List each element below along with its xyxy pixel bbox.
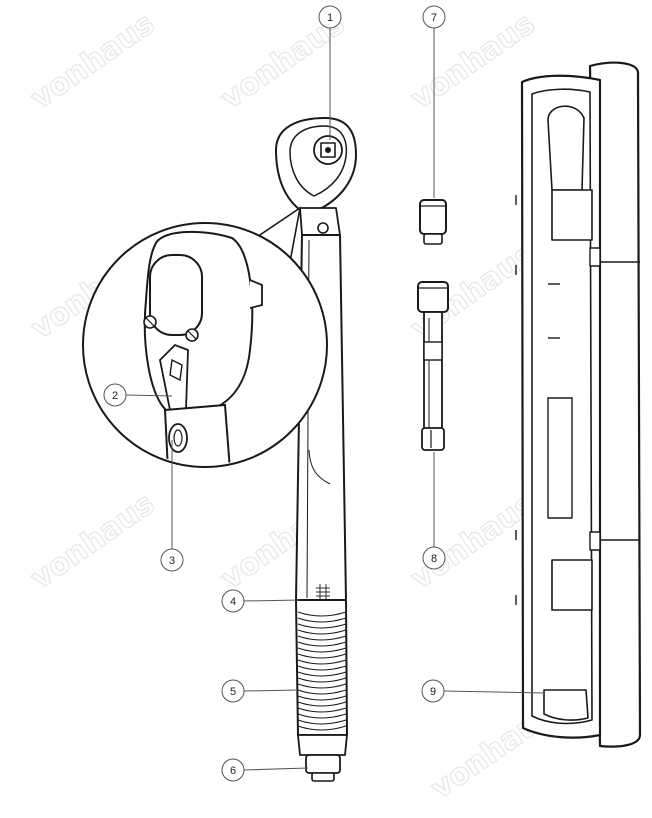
callout-5: 5 (221, 679, 245, 703)
svg-text:4: 4 (230, 596, 236, 608)
callout-6: 6 (221, 758, 245, 782)
watermark-text: vonhaus (25, 6, 162, 116)
torque-scale (316, 584, 330, 600)
detail-magnifier (82, 206, 328, 468)
end-cap (297, 734, 348, 756)
watermark-text: vonhaus (405, 486, 542, 596)
extension-bar (417, 281, 449, 451)
svg-text:1: 1 (327, 12, 333, 24)
callout-2: 2 (103, 383, 127, 407)
case-hinge-top (589, 247, 601, 267)
case-handle-recess (543, 689, 589, 721)
case-slot-middle (547, 397, 573, 519)
callout-8: 8 (422, 546, 446, 570)
shaft-taper-line (308, 449, 331, 485)
svg-text:2: 2 (112, 390, 118, 402)
callout-9: 9 (421, 679, 445, 703)
callout-7: 7 (422, 5, 446, 29)
callout-4: 4 (221, 589, 245, 613)
callout-1: 1 (318, 5, 342, 29)
socket-adapter (419, 199, 447, 245)
lock-knob (305, 754, 341, 774)
case-wrench-recess-top (547, 105, 585, 191)
svg-text:3: 3 (169, 555, 175, 567)
case-hinge-bottom (589, 531, 601, 551)
magnified-head (143, 230, 263, 465)
case-clasp-bottom (551, 559, 593, 611)
svg-text:5: 5 (230, 686, 236, 698)
svg-text:9: 9 (430, 686, 436, 698)
watermark-text: vonhaus (25, 486, 162, 596)
grip-ribs (297, 611, 347, 731)
case-clasp-top (551, 189, 593, 241)
case-lid (588, 61, 642, 748)
svg-text:7: 7 (431, 12, 437, 24)
svg-text:6: 6 (230, 765, 236, 777)
drive-detent-ball (325, 147, 331, 153)
storage-case (515, 61, 642, 748)
callouts: 1 2 3 4 5 6 7 8 9 (103, 5, 446, 782)
neck-pin (317, 222, 329, 234)
svg-text:8: 8 (431, 553, 437, 565)
leader-lines (125, 28, 546, 771)
callout-3: 3 (160, 548, 184, 572)
magnified-neck (163, 403, 232, 465)
magnified-drive-face (149, 254, 203, 336)
lock-knob-base (311, 772, 335, 782)
